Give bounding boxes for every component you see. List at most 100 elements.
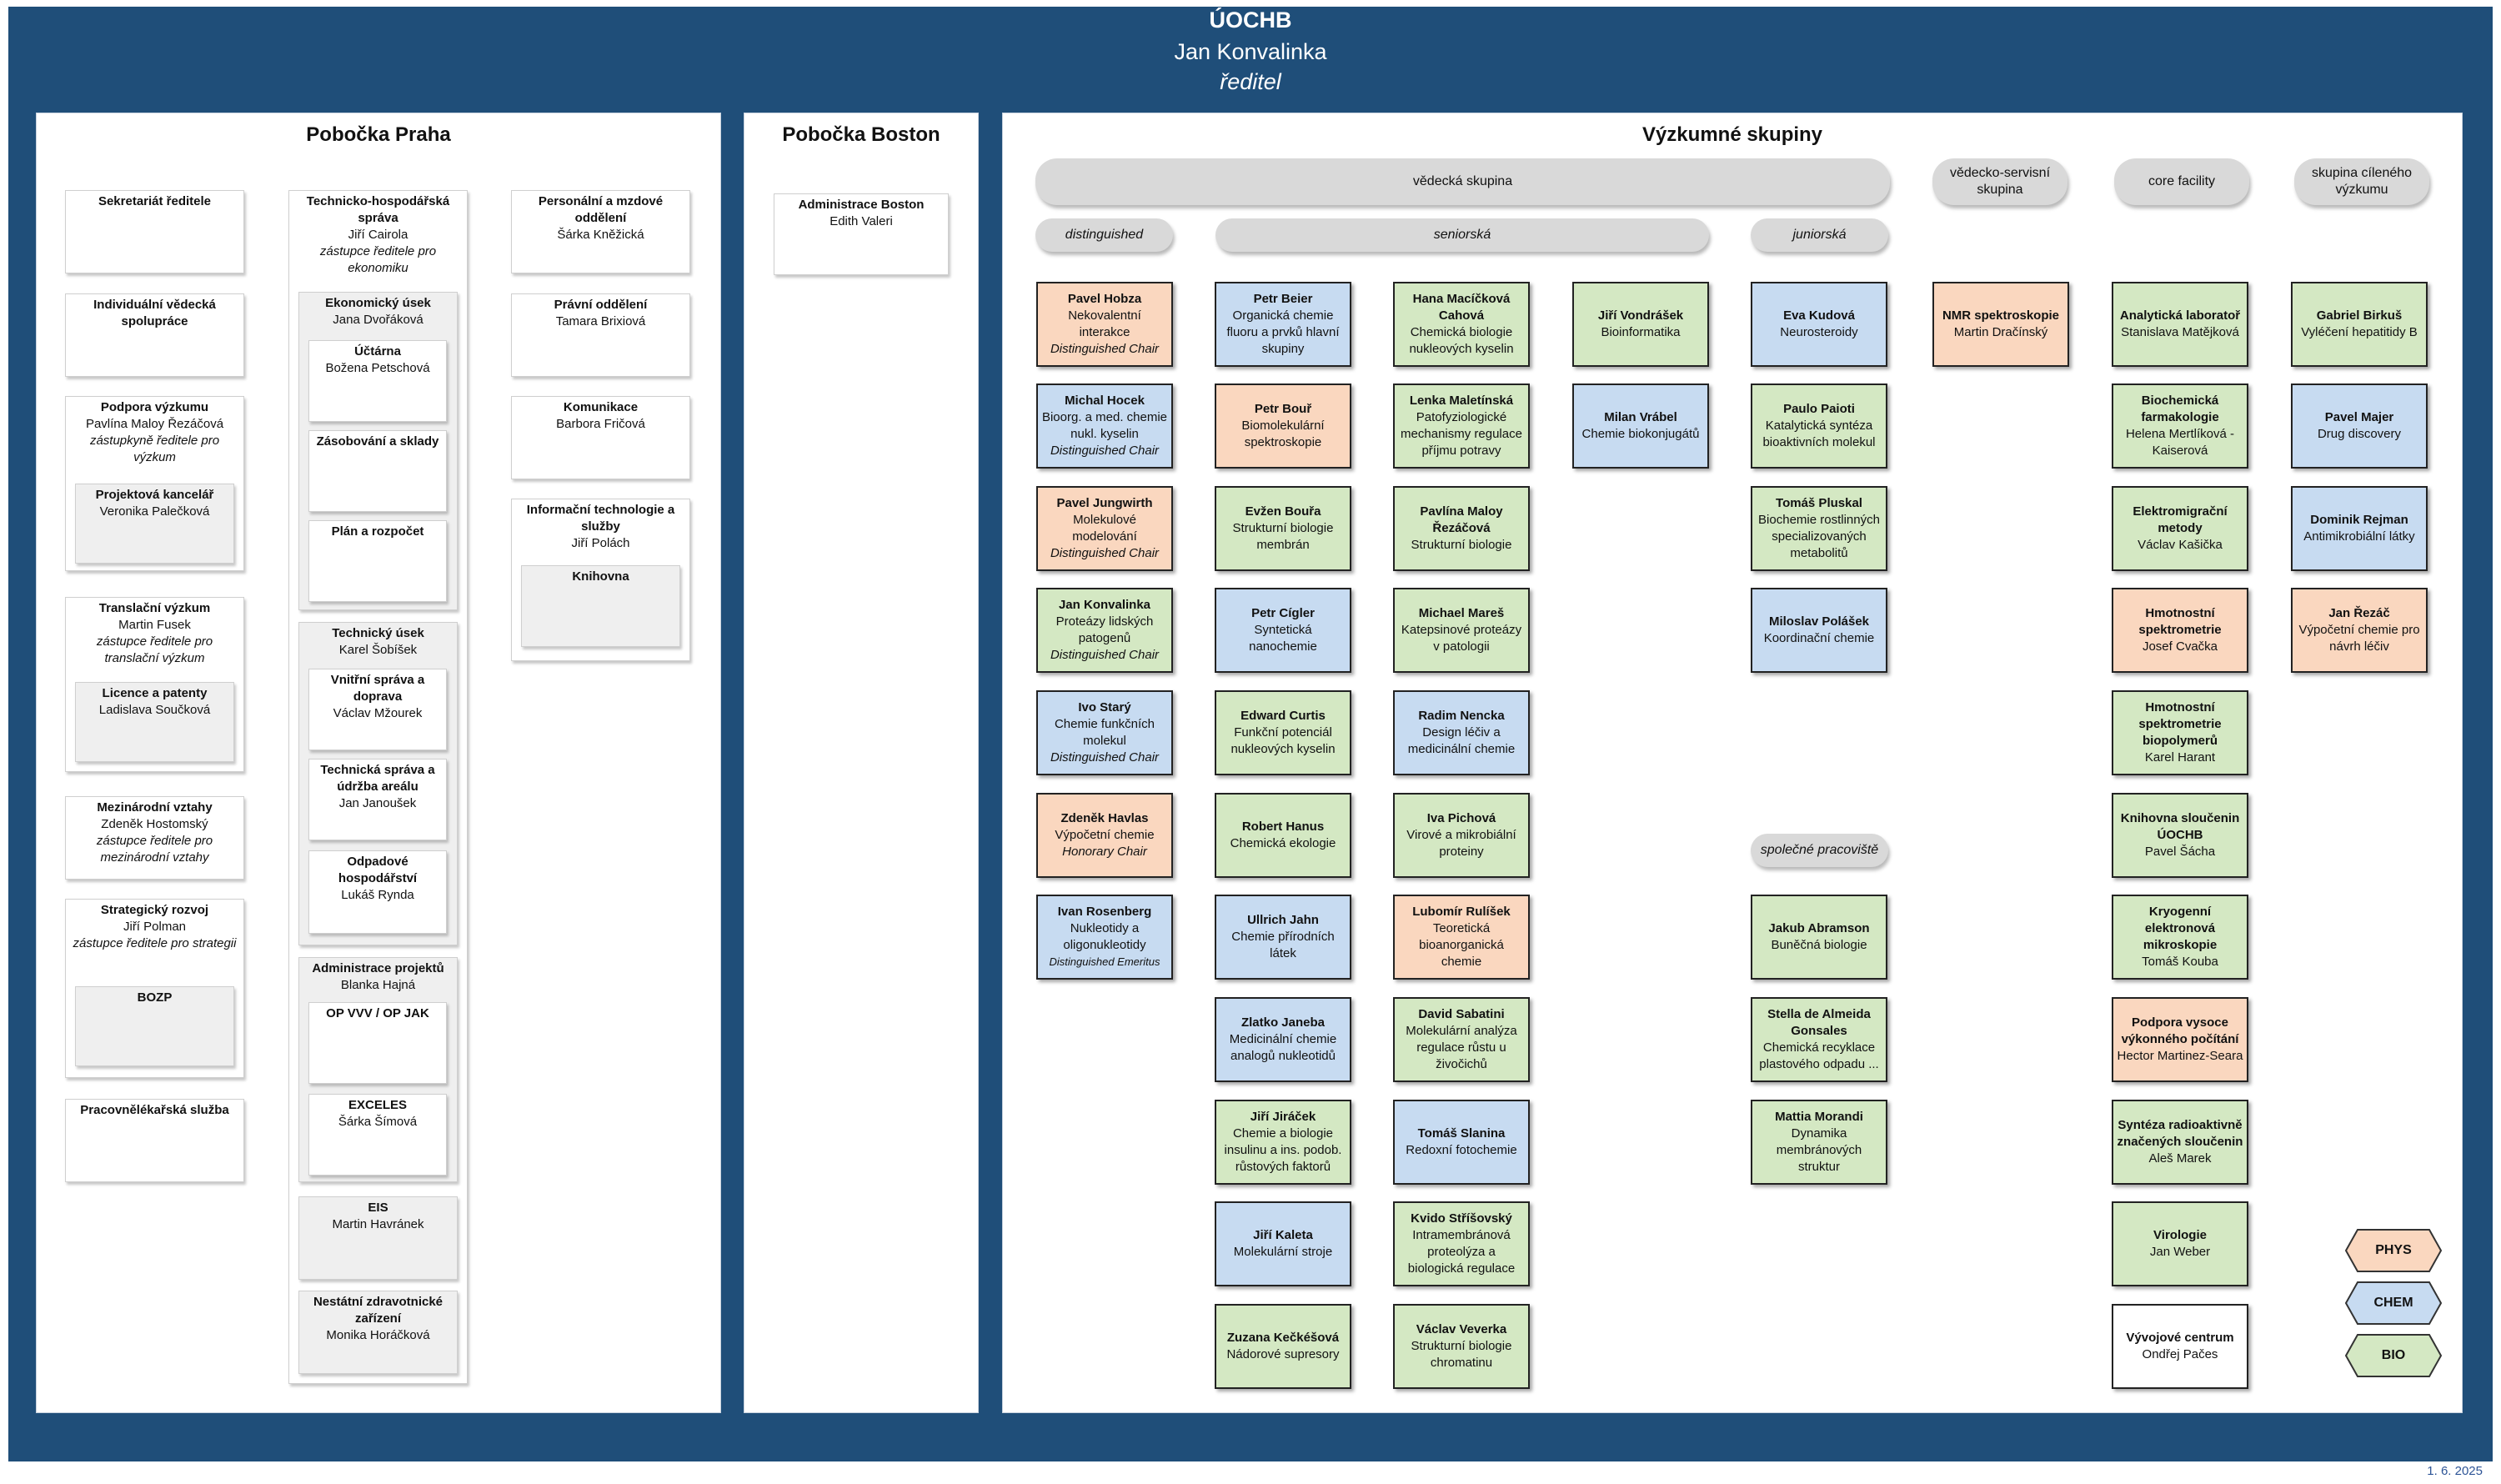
pill-juniorska: juniorská — [1751, 218, 1888, 252]
unit-head: Šárka Šímová — [338, 1115, 418, 1129]
unit-role: zástupce ředitele pro ekonomiku — [319, 244, 437, 275]
group-name: Iva Pichová — [1426, 811, 1496, 825]
group-description: Molekulové modelování — [1072, 513, 1137, 544]
group-description: Drug discovery — [2317, 427, 2402, 441]
unit-head: Martin Fusek — [118, 618, 191, 632]
group-description: Bioorg. a med. chemie nukl. kyselin — [1041, 410, 1168, 441]
date-stamp: 1. 6. 2025 — [2427, 1464, 2483, 1478]
group-role: Distinguished Chair — [1050, 648, 1160, 662]
group-description: Pavel Šácha — [2144, 845, 2216, 859]
group-name: Jan Konvalinka — [1058, 598, 1151, 612]
group-name: Syntéza radioaktivně značených sloučenin — [2117, 1118, 2243, 1149]
hexagon-icon — [2344, 1334, 2443, 1377]
group-description: Organická chemie fluoru a prvků hlavní s… — [1226, 308, 1340, 356]
box-technicka-sprava: Technická správa a údržba areálu Jan Jan… — [308, 759, 447, 840]
box-personalni: Personální a mzdové oddělení Šárka Kněži… — [511, 190, 690, 273]
group-name: Michael Mareš — [1418, 606, 1505, 620]
box-nestatni-zdravotnicke: Nestátní zdravotnické zařízení Monika Ho… — [298, 1291, 458, 1374]
unit-head: Jiří Polman — [123, 920, 187, 934]
unit-title: Pracovnělékařská služba — [80, 1103, 229, 1117]
group-name: Kvido Stříšovský — [1411, 1211, 1512, 1226]
group-description: Katepsinové proteázy v patologii — [1401, 623, 1522, 654]
unit-role: zástupce ředitele pro mezinárodní vztahy — [96, 834, 213, 865]
pill-distinguished: distinguished — [1035, 218, 1173, 252]
unit-head: Veronika Palečková — [99, 504, 210, 519]
legend-bio-shape — [2344, 1334, 2443, 1377]
hexagon-icon — [2344, 1229, 2443, 1272]
unit-head: Edith Valeri — [829, 214, 893, 228]
unit-title: BOZP — [137, 990, 173, 1005]
unit-title: Vnitřní správa a doprava — [330, 673, 425, 704]
box-op-vvv: OP VVV / OP JAK — [308, 1002, 447, 1084]
unit-head: Tamara Brixiová — [555, 314, 646, 328]
group-name: Gabriel Birkuš — [2316, 308, 2403, 323]
unit-head: Jiří Cairola — [348, 228, 408, 242]
pill-vedecko-servisni: vědecko-servisní skupina — [1932, 158, 2067, 205]
box-komunikace: Komunikace Barbora Fričová — [511, 396, 690, 479]
group-name: NMR spektroskopie — [1942, 308, 2060, 323]
unit-title: Projektová kancelář — [95, 488, 214, 502]
group-description: Strukturní biologie chromatinu — [1411, 1339, 1512, 1370]
group-description: Koordinační chemie — [1763, 631, 1875, 645]
unit-title: Administrace Boston — [798, 198, 925, 212]
box-projektova-kancelar: Projektová kancelář Veronika Palečková — [75, 484, 234, 564]
group-name: Vývojové centrum — [2126, 1331, 2234, 1345]
box-mezinarodni: Mezinárodní vztahy Zdeněk Hostomský zást… — [65, 796, 244, 880]
group-description: Výpočetní chemie — [1055, 828, 1155, 842]
group-description: Design léčiv a medicinální chemie — [1407, 725, 1516, 756]
box-uctarna: Účtárna Božena Petschová — [308, 340, 447, 422]
box-zasobovani: Zásobování a sklady — [308, 430, 447, 512]
unit-head: Šárka Kněžická — [557, 228, 644, 242]
legend-phys: PHYS — [2344, 1228, 2443, 1273]
group-description: Chemická recyklace plastového odpadu ... — [1759, 1040, 1879, 1071]
unit-title: Podpora výzkumu — [100, 400, 209, 414]
group-name: Podpora vysoce výkonného počítání — [2121, 1015, 2239, 1046]
unit-title: Zásobování a sklady — [316, 434, 439, 449]
unit-head: Zdeněk Hostomský — [101, 817, 208, 831]
group-description: Dynamika membránových struktur — [1776, 1126, 1862, 1174]
unit-title: Technicko-hospodářská správa — [306, 194, 450, 225]
unit-title: Právní oddělení — [554, 298, 648, 312]
group-description: Buněčná biologie — [1771, 938, 1867, 952]
unit-title: Technická správa a údržba areálu — [320, 763, 435, 794]
group-name: Virologie — [2153, 1228, 2207, 1242]
group-description: Josef Cvačka — [2142, 639, 2218, 654]
group-description: Nádorové supresory — [1226, 1347, 1340, 1361]
box-exceles: EXCELES Šárka Šímová — [308, 1094, 447, 1176]
group-name: Pavel Jungwirth — [1056, 496, 1153, 510]
group-role: Distinguished Chair — [1050, 342, 1160, 356]
unit-head: Božena Petschová — [325, 361, 430, 375]
group-name: Petr Bouř — [1254, 402, 1312, 416]
group-description: Aleš Marek — [2148, 1151, 2212, 1166]
unit-head: Lukáš Rynda — [341, 888, 414, 902]
group-name: Jiří Vondrášek — [1597, 308, 1684, 323]
unit-title: Translační výzkum — [98, 601, 211, 615]
panel-boston: Pobočka Boston — [744, 113, 979, 1413]
group-role: Distinguished Emeritus — [1049, 955, 1160, 968]
group-name: Dominik Rejman — [2310, 513, 2408, 527]
group-name: Jiří Jiráček — [1250, 1110, 1316, 1124]
unit-title: Knihovna — [572, 569, 629, 584]
group-name: Lenka Maletínská — [1409, 394, 1514, 408]
box-sekretariat: Sekretariát ředitele — [65, 190, 244, 273]
unit-title: Licence a patenty — [102, 686, 208, 700]
group-description: Martin Dračínský — [1953, 325, 2048, 339]
group-description: Proteázy lidských patogenů — [1055, 614, 1154, 645]
header: ÚOCHB Jan Konvalinka ředitel — [0, 3, 2501, 97]
